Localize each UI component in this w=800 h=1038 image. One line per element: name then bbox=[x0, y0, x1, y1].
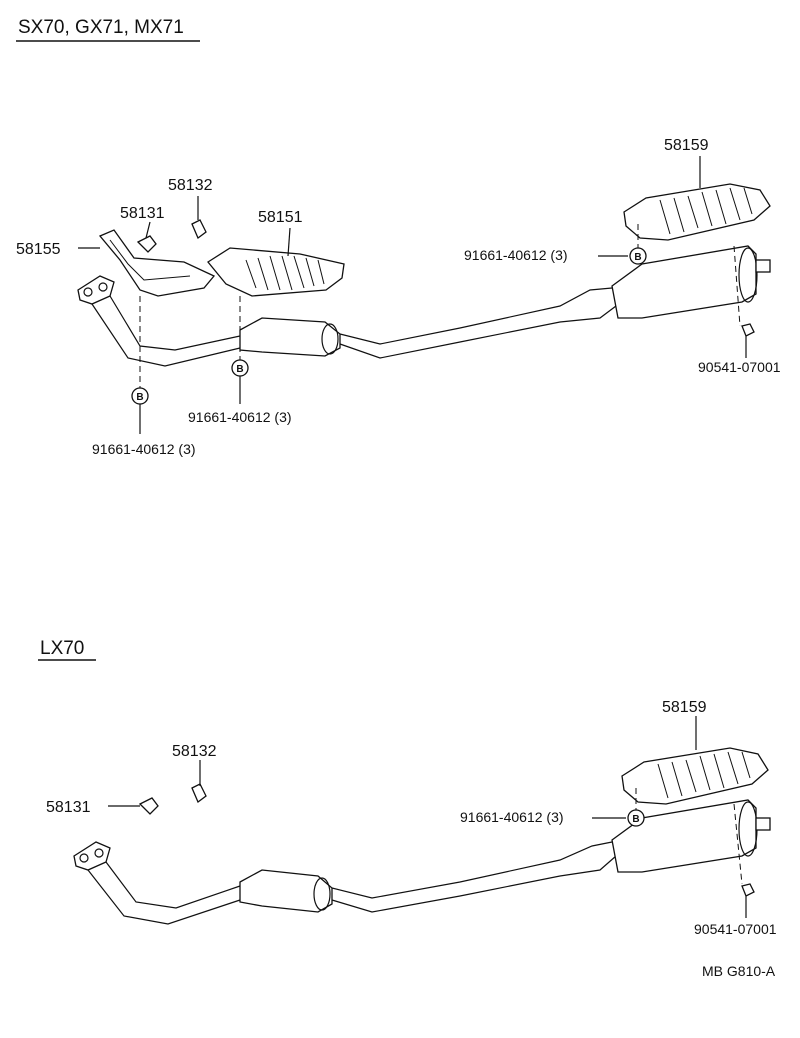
center-pipe-upper bbox=[339, 287, 613, 345]
svg-text:B: B bbox=[236, 364, 243, 375]
flange-hole bbox=[79, 853, 89, 863]
bottom-part-58131-clip bbox=[138, 797, 159, 815]
front-pipe-lower bbox=[91, 303, 241, 367]
front-pipe-upper bbox=[109, 295, 241, 351]
shield-ribs bbox=[245, 255, 325, 291]
bottom-section-header: LX70 bbox=[40, 638, 84, 659]
label-58159: 58159 bbox=[664, 137, 709, 154]
tailpipe bbox=[755, 817, 771, 831]
shield-ribs bbox=[659, 187, 753, 235]
bottom-manifold-flange bbox=[73, 841, 111, 871]
diagram-code: MB G810-A bbox=[702, 963, 776, 979]
shield-detail bbox=[109, 239, 191, 281]
shield-ribs bbox=[657, 751, 751, 799]
bottom-part-58159-heat-shield bbox=[621, 747, 769, 805]
bottom-part-58132-clip bbox=[191, 783, 207, 804]
bottom-section: LX70 B bbox=[38, 638, 777, 937]
top-part-58131-clip bbox=[136, 235, 157, 253]
top-manifold-flange bbox=[77, 275, 115, 305]
label-58131: 58131 bbox=[120, 205, 165, 222]
label-bolt-right: 91661-40612 (3) bbox=[460, 809, 564, 825]
leader-dash bbox=[733, 245, 741, 327]
svg-text:B: B bbox=[634, 252, 641, 263]
label-58151: 58151 bbox=[258, 209, 303, 226]
callout-line bbox=[287, 227, 291, 257]
top-part-58155-shield bbox=[98, 229, 216, 297]
label-bolt-mid: 91661-40612 (3) bbox=[188, 409, 292, 425]
tailpipe bbox=[755, 259, 771, 273]
center-pipe-upper bbox=[331, 841, 613, 899]
center-pipe-lower bbox=[331, 855, 617, 913]
svg-text:B: B bbox=[632, 814, 639, 825]
front-pipe-lower bbox=[87, 869, 241, 925]
top-catalytic-converter bbox=[239, 317, 341, 357]
label-58132: 58132 bbox=[168, 177, 213, 194]
bottom-catalytic-converter bbox=[239, 869, 333, 913]
label-bolt-right: 91661-40612 (3) bbox=[464, 247, 568, 263]
flange-hole bbox=[83, 287, 93, 297]
converter-end bbox=[313, 877, 331, 911]
top-part-58132-clip bbox=[191, 219, 207, 240]
top-section-header: SX70, GX71, MX71 bbox=[18, 17, 184, 38]
flange-hole bbox=[98, 282, 108, 292]
label-58131: 58131 bbox=[46, 799, 91, 816]
bottom-exhaust-pipe bbox=[73, 799, 771, 925]
svg-text:B: B bbox=[136, 392, 143, 403]
bottom-muffler bbox=[611, 799, 757, 873]
bottom-nut-90541 bbox=[741, 883, 755, 897]
label-bolt-left: 91661-40612 (3) bbox=[92, 441, 196, 457]
top-bolt-b-mid: B bbox=[231, 359, 249, 377]
callout-line bbox=[145, 221, 151, 239]
top-part-58151-heat-shield bbox=[207, 247, 345, 297]
top-nut-90541 bbox=[741, 323, 755, 337]
label-nut: 90541-07001 bbox=[694, 921, 777, 937]
top-part-58159-heat-shield bbox=[623, 183, 771, 241]
bottom-bolt-b-right: B bbox=[627, 809, 645, 827]
top-bolt-b-left: B bbox=[131, 387, 149, 405]
label-58155: 58155 bbox=[16, 241, 61, 258]
top-section: SX70, GX71, MX71 bbox=[16, 17, 781, 457]
label-nut: 90541-07001 bbox=[698, 359, 781, 375]
leader-dash bbox=[733, 803, 743, 885]
top-exhaust-pipe bbox=[77, 245, 771, 367]
top-muffler bbox=[611, 245, 757, 319]
top-bolt-b-right: B bbox=[629, 247, 647, 265]
center-pipe-lower bbox=[339, 305, 617, 359]
converter-end bbox=[321, 323, 339, 355]
muffler-end bbox=[738, 247, 758, 303]
label-58132: 58132 bbox=[172, 743, 217, 760]
front-pipe-upper bbox=[105, 861, 241, 909]
flange-hole bbox=[94, 848, 104, 858]
label-58159: 58159 bbox=[662, 699, 707, 716]
